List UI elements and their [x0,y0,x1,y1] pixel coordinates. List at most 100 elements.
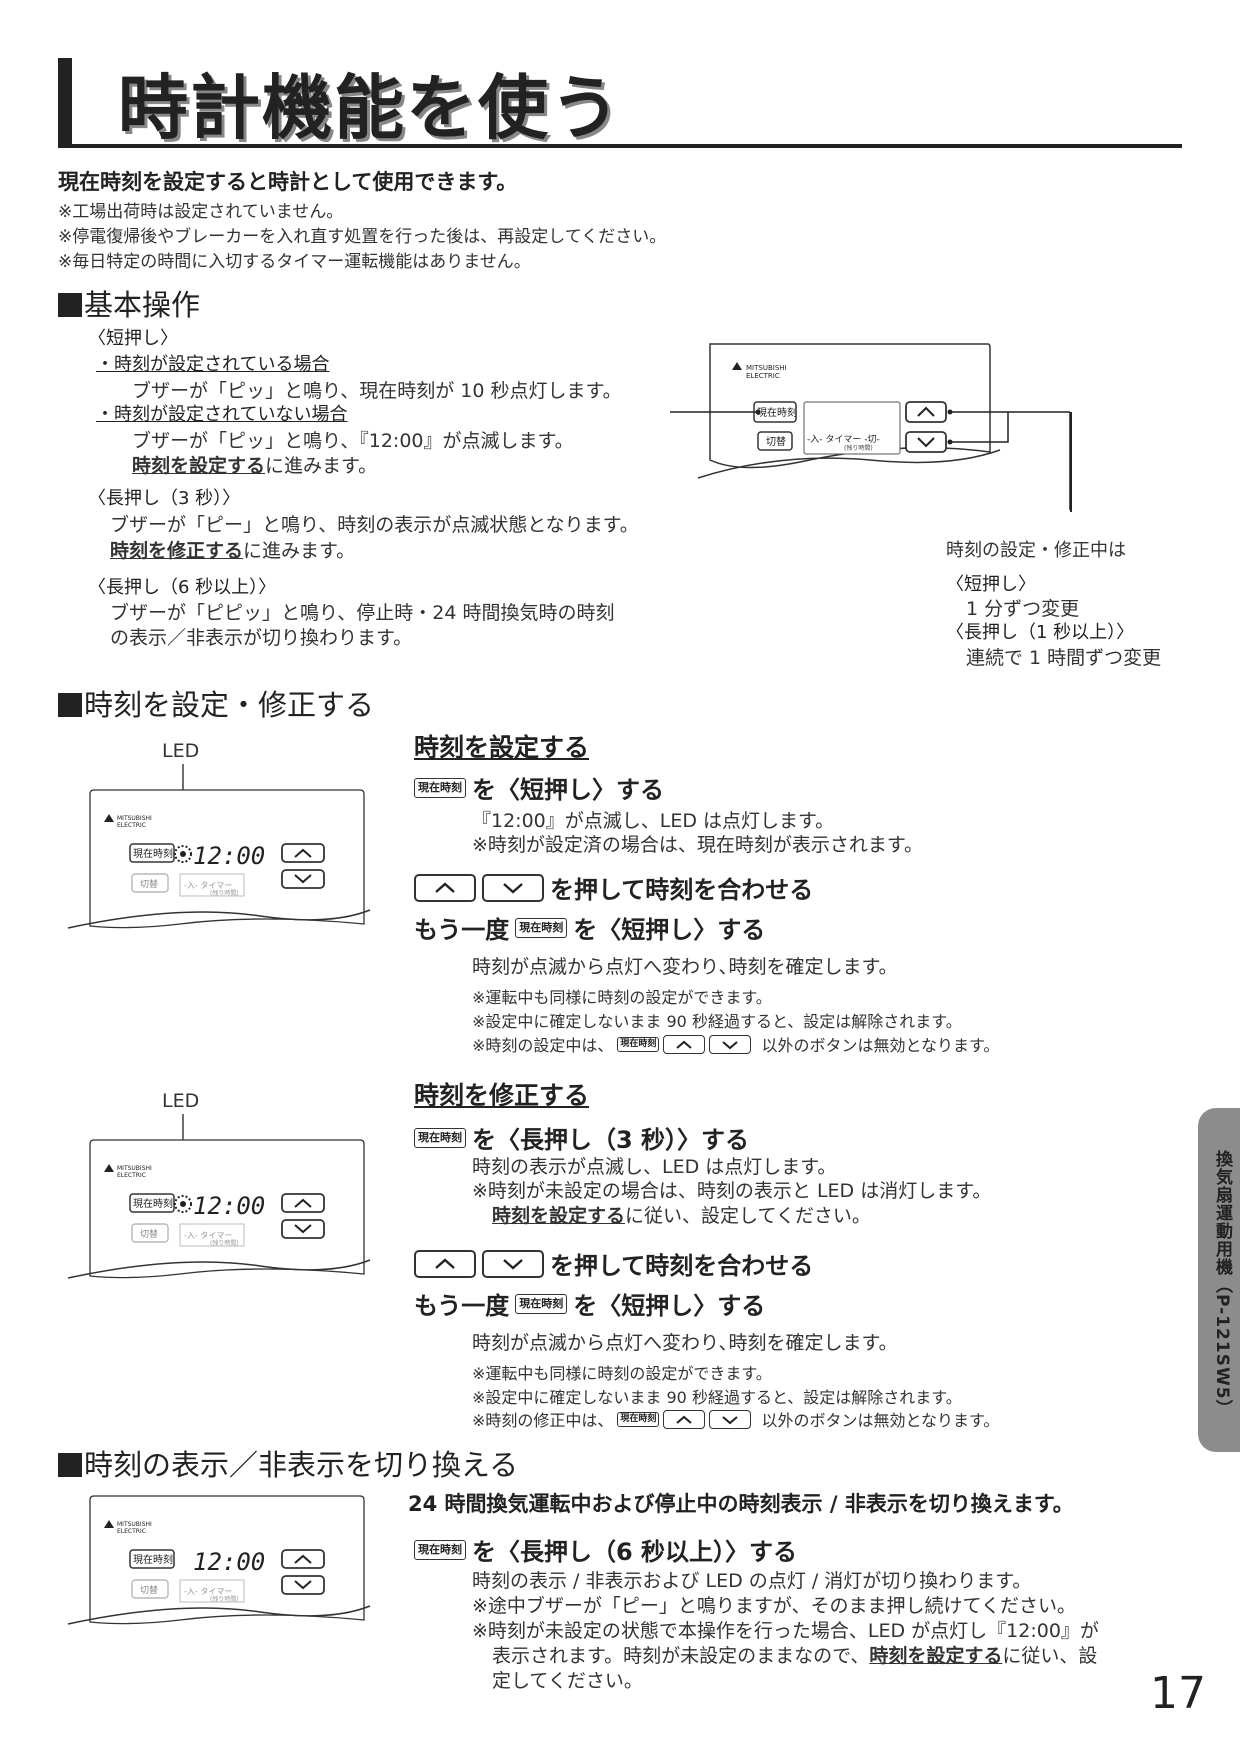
set-confirm: 時刻が点滅から点灯へ変わり､時刻を確定します。 [472,956,898,978]
intro-note-1: ※工場出荷時は設定されていません。 [58,202,344,222]
up-button[interactable] [414,873,476,902]
fix-title: 時刻を修正する [414,1081,590,1110]
intro-note-2: ※停電復帰後やブレーカーを入れ直す処置を行った後は、再設定してください。 [58,227,667,247]
svg-text:ELECTRIC: ELECTRIC [746,372,780,380]
square-bullet-icon [58,1453,82,1477]
long3-desc: ブザーが「ピー」と鳴り、時刻の表示が点滅状態となります。 [110,514,639,536]
fix-note-b: ※設定中に確定しないまま 90 秒経過すると、設定は解除されます。 [472,1388,962,1407]
svg-text:(残り時間): (残り時間) [210,1239,239,1247]
toggle-step: 現在時刻を〈長押し（6 秒以上）〉する [414,1532,797,1567]
clock-button-small: 現在時刻 [617,1411,660,1427]
clock-button[interactable]: 現在時刻 [414,777,466,798]
led-label-1: LED [162,740,200,762]
fix-go-set-link[interactable]: 時刻を設定する [492,1205,626,1227]
svg-text:-入- タイマー: -入- タイマー [184,881,232,890]
set-step-2: を押して時刻を合わせる [414,870,813,905]
fix-step-3: もう一度現在時刻を〈短押し〉する [414,1292,766,1320]
svg-text:(残り時間): (残り時間) [210,1595,239,1603]
svg-text:12:00: 12:00 [193,1548,265,1576]
section-basic-heading: 基本操作 [58,282,200,324]
fix-step1-line2: ※時刻が未設定の場合は、時刻の表示と LED は消灯します。 [472,1180,992,1202]
fix-step-2: を押して時刻を合わせる [414,1246,813,1281]
set-note-a: ※運転中も同様に時刻の設定ができます。 [472,988,772,1007]
clock-button[interactable]: 現在時刻 [414,1539,466,1560]
svg-text:現在時刻: 現在時刻 [133,1197,173,1210]
toggle-line5: 定してください。 [492,1670,643,1692]
intro-note-3: ※毎日特定の時間に入切するタイマー運転機能はありません。 [58,252,531,272]
set-step-1: 現在時刻を〈短押し〉する [414,770,664,805]
remote-diagram-basic: MITSUBISHI ELECTRIC 現在時刻 切替 -入- タイマー -切-… [670,343,1070,510]
fix-confirm: 時刻が点滅から点灯へ変わり､時刻を確定します。 [472,1332,898,1354]
up-button[interactable] [414,1249,476,1278]
set-note-c: ※時刻の設定中は、 現在時刻 以外のボタンは無効となります。 [472,1034,1000,1055]
down-icon [709,1034,752,1054]
side-tab-label: 換気扇運動用機（P-121SW5） [1212,1150,1232,1418]
fix-step1-line3: 時刻を設定するに従い、設定してください。 [492,1205,871,1227]
callout-long-desc: 連続で 1 時間ずつ変更 [966,647,1162,669]
remote-diagram-set: MITSUBISHI ELECTRIC 現在時刻 切替 12:00 -入- タイ… [67,764,371,929]
title-rule [58,144,1182,148]
square-bullet-icon [58,693,82,717]
toggle-go-set-link[interactable]: 時刻を設定する [869,1645,1003,1667]
clock-button[interactable]: 現在時刻 [414,1127,466,1148]
callout-long: 〈長押し（1 秒以上）〉 [946,622,1135,643]
svg-text:12:00: 12:00 [193,1192,265,1220]
up-icon [663,1409,706,1429]
fix-note-c: ※時刻の修正中は、 現在時刻 以外のボタンは無効となります。 [472,1409,1000,1430]
clock-button-label: 現在時刻 [757,406,797,419]
up-icon [663,1034,706,1054]
page-number: 17 [1150,1668,1206,1719]
long6-label: 〈長押し（6 秒以上）〉 [88,577,277,598]
short-press-label: 〈短押し〉 [88,328,178,349]
svg-text:切替: 切替 [766,435,786,448]
clock-button[interactable]: 現在時刻 [515,1293,568,1314]
long6-desc-2: の表示／非表示が切り換わります。 [110,627,413,649]
svg-text:MITSUBISHI: MITSUBISHI [117,1521,152,1528]
unset-case: ・時刻が設定されていない場合 [96,404,348,425]
toggle-line2: ※途中ブザーが「ピー」と鳴りますが、そのまま押し続けてください。 [472,1595,1076,1617]
svg-text:(残り時間): (残り時間) [210,889,239,897]
down-button[interactable] [482,873,544,902]
svg-text:-入- タイマー -切-: -入- タイマー -切- [807,434,880,445]
toggle-line1: 時刻の表示 / 非表示および LED の点灯 / 消灯が切り換わります。 [472,1570,1032,1592]
toggle-lead: 24 時間換気運転中および停止中の時刻表示 / 非表示を切り換えます。 [408,1492,1074,1516]
section-setfix-heading: 時刻を設定・修正する [58,682,374,724]
fix-step-1: 現在時刻を〈長押し（3 秒）〉する [414,1120,749,1155]
clock-button-small: 現在時刻 [617,1036,660,1052]
callout-line [1070,412,1072,512]
svg-text:切替: 切替 [140,878,158,890]
go-set-link[interactable]: 時刻を設定する [132,455,266,477]
side-tab [1198,1108,1240,1452]
set-title: 時刻を設定する [414,733,590,762]
remote-diagram-fix: MITSUBISHI ELECTRIC 現在時刻 切替 12:00 -入- タイ… [67,1114,371,1279]
callout-title: 時刻の設定・修正中は [946,540,1126,561]
svg-text:-入- タイマー: -入- タイマー [184,1587,232,1596]
long3-label: 〈長押し（3 秒）〉 [88,488,241,509]
fix-note-a: ※運転中も同様に時刻の設定ができます。 [472,1364,772,1383]
svg-text:(残り時間): (残り時間) [844,444,873,452]
intro-lead: 現在時刻を設定すると時計として使用できます。 [58,170,518,194]
clock-button[interactable]: 現在時刻 [515,917,568,938]
down-button[interactable] [482,1249,544,1278]
set-note-b: ※設定中に確定しないまま 90 秒経過すると、設定は解除されます。 [472,1012,962,1031]
section-toggle-heading: 時刻の表示／非表示を切り換える [58,1442,518,1484]
svg-text:切替: 切替 [140,1228,158,1240]
svg-text:MITSUBISHI: MITSUBISHI [117,815,152,822]
go-fix-link[interactable]: 時刻を修正する [110,540,244,562]
down-icon [709,1409,752,1429]
toggle-line4: 表示されます。時刻が未設定のままなので、時刻を設定するに従い、設 [492,1645,1098,1667]
remote-diagram-toggle: MITSUBISHI ELECTRIC 現在時刻 切替 12:00 -入- タイ… [67,1495,371,1625]
title-bar [58,58,72,148]
svg-text:現在時刻: 現在時刻 [133,847,173,860]
page-title: 時計機能を使う [118,67,622,149]
brand-logo: MITSUBISHI [746,364,787,372]
set-case: ・時刻が設定されている場合 [96,354,330,375]
svg-text:-入- タイマー: -入- タイマー [184,1231,232,1240]
callout-short-desc: 1 分ずつ変更 [966,598,1080,620]
svg-text:現在時刻: 現在時刻 [133,1553,173,1566]
callout-short: 〈短押し〉 [946,574,1036,595]
svg-text:切替: 切替 [140,1584,158,1596]
fix-step1-line1: 時刻の表示が点滅し、LED は点灯します。 [472,1156,837,1178]
set-case-desc: ブザーが「ピッ」と鳴り、現在時刻が 10 秒点灯します。 [132,380,622,402]
go-fix-line: 時刻を修正するに進みます。 [110,540,356,562]
